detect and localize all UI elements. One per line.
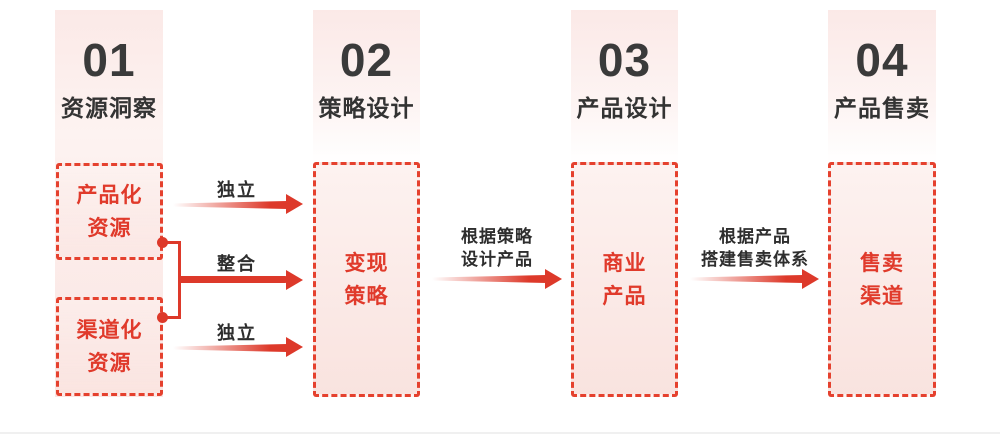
arrow-integrate xyxy=(179,276,287,283)
box-monetization-strategy: 变现 策略 xyxy=(313,162,420,397)
arrow-independent-bottom xyxy=(173,344,287,352)
arrow-label-integrate: 整合 xyxy=(217,254,257,274)
arrow-head-icon xyxy=(545,269,562,289)
box-label-line: 商业 xyxy=(602,251,647,275)
box-monetization-strategy-label: 变现 策略 xyxy=(345,247,389,313)
stage4-number: 04 xyxy=(855,34,909,86)
stage3-number: 03 xyxy=(597,34,652,86)
arrow-strategy-to-product xyxy=(432,275,546,283)
arrow-label-independent-bottom: 独立 xyxy=(217,323,257,343)
arrow-label-strategy-to-product: 根据策略 设计产品 xyxy=(428,225,566,271)
arrow-head-icon xyxy=(286,337,303,357)
arrow-product-to-sales xyxy=(690,275,803,283)
arrow-head-icon xyxy=(802,269,819,289)
bottom-divider xyxy=(0,432,1000,434)
box-productized-resources-label: 产品化 资源 xyxy=(77,179,143,245)
box-commercial-product: 商业 产品 xyxy=(571,162,678,397)
box-commercial-product-label: 商业 产品 xyxy=(603,247,647,313)
box-label-line: 产品 xyxy=(602,284,647,308)
stage3-title: 产品设计 xyxy=(576,95,673,121)
box-channelized-resources-label: 渠道化 资源 xyxy=(77,314,143,380)
box-label-line: 变现 xyxy=(344,251,389,275)
stage4-column-bg xyxy=(828,10,936,163)
box-label-line: 资源 xyxy=(87,351,132,375)
box-label-line: 渠道化 xyxy=(76,318,143,342)
stage2-title: 策略设计 xyxy=(318,95,415,121)
stage4-title: 产品售卖 xyxy=(834,95,930,121)
box-label-line: 资源 xyxy=(87,216,132,240)
stage2-column-bg xyxy=(313,10,420,163)
arrow-independent-top xyxy=(173,201,287,209)
arrow-label-line: 根据产品 xyxy=(719,227,791,246)
box-label-line: 渠道 xyxy=(860,284,904,308)
connector-stub-bottom xyxy=(162,316,181,319)
box-productized-resources: 产品化 资源 xyxy=(56,163,163,260)
arrow-head-icon xyxy=(286,194,303,214)
box-label-line: 售卖 xyxy=(860,251,904,275)
stage1-number: 01 xyxy=(82,34,136,86)
box-channelized-resources: 渠道化 资源 xyxy=(56,297,163,396)
arrow-label-line: 设计产品 xyxy=(461,250,533,269)
arrow-label-line: 根据策略 xyxy=(461,227,533,246)
stage1-title: 资源洞察 xyxy=(61,95,157,121)
box-sales-channel-label: 售卖 渠道 xyxy=(860,247,904,313)
stage3-column-bg xyxy=(571,10,678,163)
box-label-line: 产品化 xyxy=(76,183,143,207)
arrow-head-icon xyxy=(286,270,303,290)
connector-stub-top xyxy=(162,241,181,244)
arrow-label-independent-top: 独立 xyxy=(217,180,257,200)
arrow-label-product-to-sales: 根据产品 搭建售卖体系 xyxy=(686,225,824,271)
box-label-line: 策略 xyxy=(344,284,389,308)
stage2-number: 02 xyxy=(339,34,394,86)
arrow-label-line: 搭建售卖体系 xyxy=(701,250,809,269)
box-sales-channel: 售卖 渠道 xyxy=(828,162,936,397)
